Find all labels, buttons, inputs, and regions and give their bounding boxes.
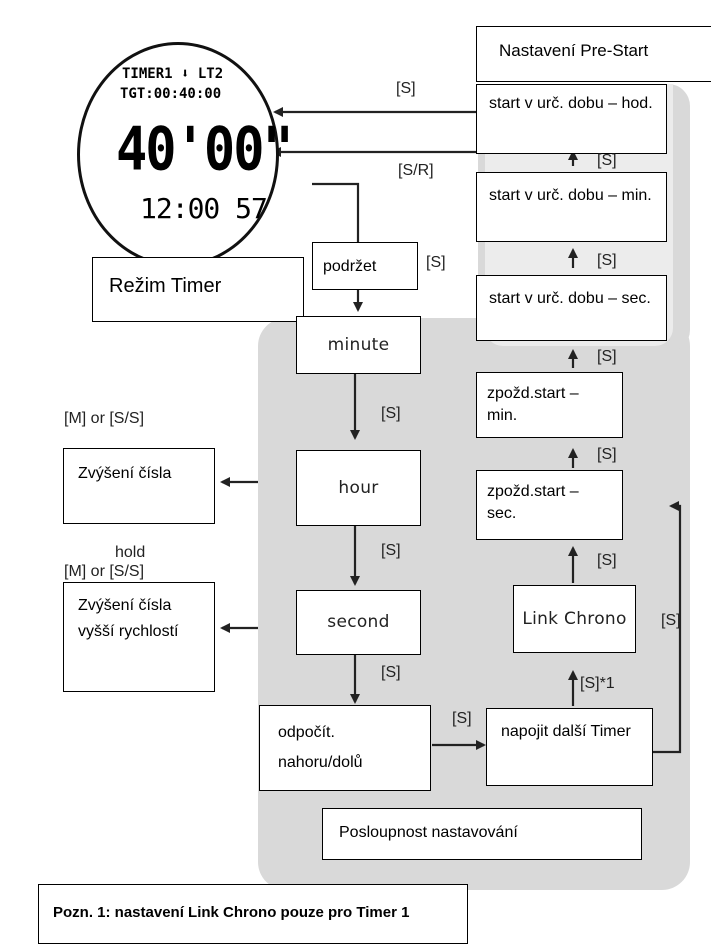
increase-number-box: Zvýšení čísla (63, 448, 215, 524)
key-label-s-count: [S] (452, 710, 472, 727)
key-label-m-or-ss-1: [M] or [S/S] (64, 410, 145, 427)
timer-mode-text: Režim Timer (109, 275, 222, 297)
key-label-s-chrono: [S] (597, 552, 617, 569)
watch-time-display: 12:00 57 (140, 192, 268, 225)
key-label-hold: hold (115, 544, 146, 561)
watch-face (77, 42, 279, 267)
pre-start-title: Nastavení Pre-Start (476, 26, 711, 82)
hold-text: podržet (323, 258, 377, 275)
start-time-hour-box: start v urč. dobu – hod. (476, 84, 667, 154)
delay-start-min-box: zpožd.start – min. (476, 372, 623, 438)
key-label-s-r5: [S] (597, 446, 617, 463)
watch-line-2: TGT:00:40:00 (120, 86, 222, 102)
increase-number-text: Zvýšení čísla (78, 465, 172, 482)
increase-number-fast-box: Zvýšení čísla vyšší rychlostí (63, 582, 215, 692)
delay-start-min-text: zpožd.start – min. (487, 385, 579, 424)
watch-main-display: 40'00" (116, 115, 294, 185)
minute-step: minute (296, 316, 421, 374)
link-chrono-box: Link Chrono (513, 585, 636, 653)
key-label-s-top: [S] (396, 80, 416, 97)
footnote-box: Pozn. 1: nastavení Link Chrono pouze pro… (38, 884, 468, 944)
setting-sequence-caption: Posloupnost nastavování (322, 808, 642, 860)
key-label-sr: [S/R] (398, 162, 434, 179)
start-time-hour-text: start v urč. dobu – hod. (489, 95, 653, 112)
key-label-m-or-ss-2: [M] or [S/S] (64, 563, 145, 580)
hour-step: hour (296, 450, 421, 526)
start-time-min-box: start v urč. dobu – min. (476, 172, 667, 242)
count-direction-text: odpočít. nahoru/dolů (278, 724, 363, 772)
pre-start-title-text: Nastavení Pre-Start (499, 41, 649, 60)
key-label-s-loop: [S] (661, 612, 681, 629)
footnote-text: Pozn. 1: nastavení Link Chrono pouze pro… (53, 904, 410, 921)
timer-mode-box: Režim Timer (92, 257, 304, 322)
key-label-s-minute: [S] (381, 405, 401, 422)
setting-sequence-text: Posloupnost nastavování (339, 824, 518, 841)
key-label-s-r2: [S] (597, 152, 617, 169)
second-step-text: second (327, 612, 390, 633)
delay-start-sec-text: zpožd.start – sec. (487, 483, 579, 522)
key-label-s-note: [S]*1 (580, 675, 615, 692)
link-timer-text: napojit další Timer (501, 723, 631, 740)
key-label-s-hour: [S] (381, 542, 401, 559)
start-time-min-text: start v urč. dobu – min. (489, 187, 652, 204)
second-step: second (296, 590, 421, 655)
hour-step-text: hour (338, 477, 379, 498)
hold-box: podržet (312, 242, 418, 290)
key-label-s-hold: [S] (426, 254, 446, 271)
delay-start-sec-box: zpožd.start – sec. (476, 470, 623, 540)
start-time-sec-box: start v urč. dobu – sec. (476, 275, 667, 341)
key-label-s-r4: [S] (597, 348, 617, 365)
key-label-s-second: [S] (381, 664, 401, 681)
link-timer-box: napojit další Timer (486, 708, 653, 786)
minute-step-text: minute (327, 334, 390, 355)
count-direction-box: odpočít. nahoru/dolů (259, 705, 431, 791)
link-chrono-text: Link Chrono (522, 608, 627, 629)
increase-number-fast-text: Zvýšení čísla vyšší rychlostí (78, 597, 179, 640)
start-time-sec-text: start v urč. dobu – sec. (489, 290, 651, 307)
key-label-s-r3: [S] (597, 252, 617, 269)
watch-line-1: TIMER1 ⬇ LT2 (122, 66, 224, 82)
